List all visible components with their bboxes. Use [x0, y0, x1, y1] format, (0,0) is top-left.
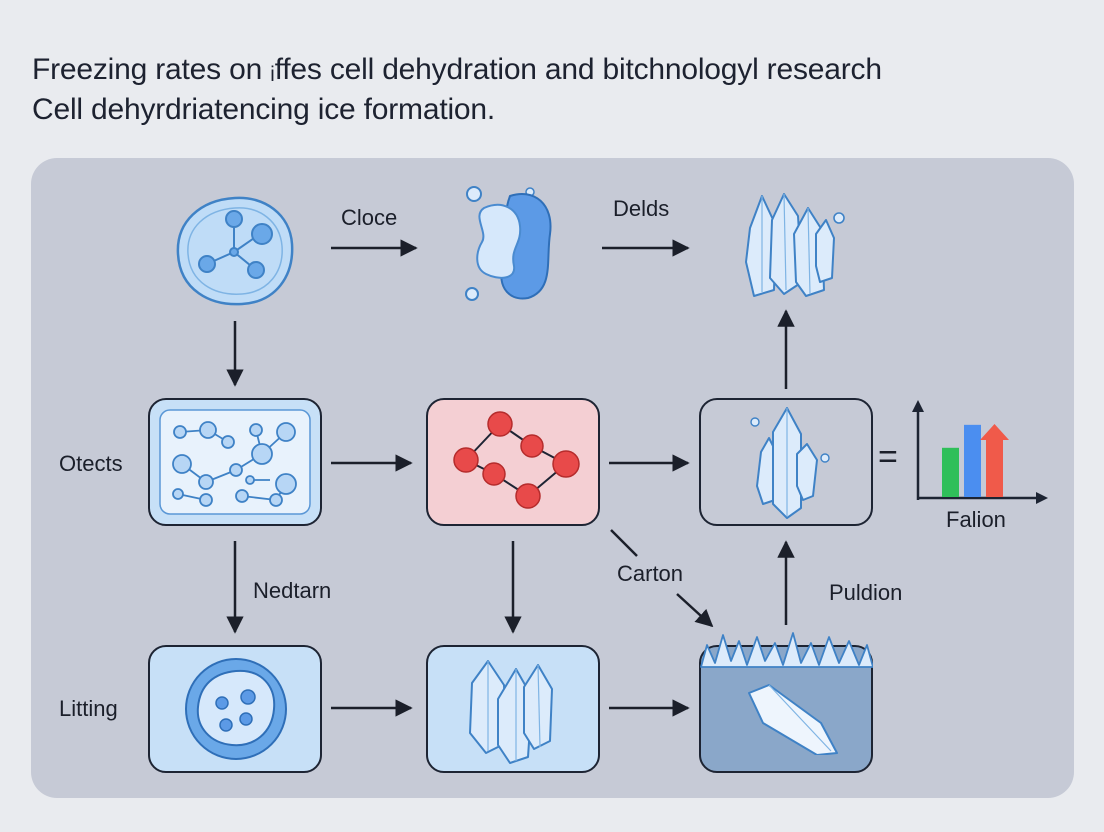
chart-x-axis-arrow: [1036, 492, 1048, 504]
label-puldion: Puldion: [829, 580, 903, 605]
chart-y-axis-arrow: [912, 400, 924, 412]
label-otects: Otects: [59, 451, 123, 476]
label-nedtarn: Nedtarn: [253, 578, 332, 603]
page-title: Freezing rates on ᵢffes cell dehydration…: [32, 50, 882, 130]
chart-x-label: Falion: [946, 507, 1006, 532]
mini-bar-chart: [912, 400, 1048, 504]
dehydrated-cell-icon: [465, 186, 552, 301]
chart-bar-2: [964, 424, 981, 497]
red-molecules-node: [426, 398, 600, 526]
molecules-icon: [159, 409, 311, 515]
molecules-node: [148, 398, 322, 526]
crystals-icon: [469, 660, 553, 764]
label-carton: Carton: [617, 561, 684, 586]
ice-crystals-icon: [745, 193, 845, 297]
cell-icon: [176, 196, 294, 306]
chart-bar-1: [942, 447, 959, 497]
chart-bar-3: [986, 437, 1003, 497]
label-delds: Delds: [613, 196, 670, 221]
label-litting: Litting: [59, 696, 118, 721]
red-molecule-icon: [453, 411, 580, 509]
crystals-node: [426, 645, 600, 773]
ice-layer-icon: [700, 632, 873, 755]
title-line-1: Freezing rates on ᵢffes cell dehydration…: [32, 53, 882, 86]
label-cloce: Cloce: [341, 205, 398, 230]
ice-layer-node: [699, 632, 873, 773]
cell-nucleus-node: [148, 645, 322, 773]
cell-nucleus-icon: [185, 658, 287, 760]
chart-bar-arrow-head: [980, 423, 1009, 440]
crystal-node: [699, 398, 873, 526]
crystal-icon: [750, 407, 830, 519]
title-line-2: Cell dehyrdriatencing ice formation.: [32, 93, 496, 126]
equals-sign: =: [878, 438, 898, 476]
